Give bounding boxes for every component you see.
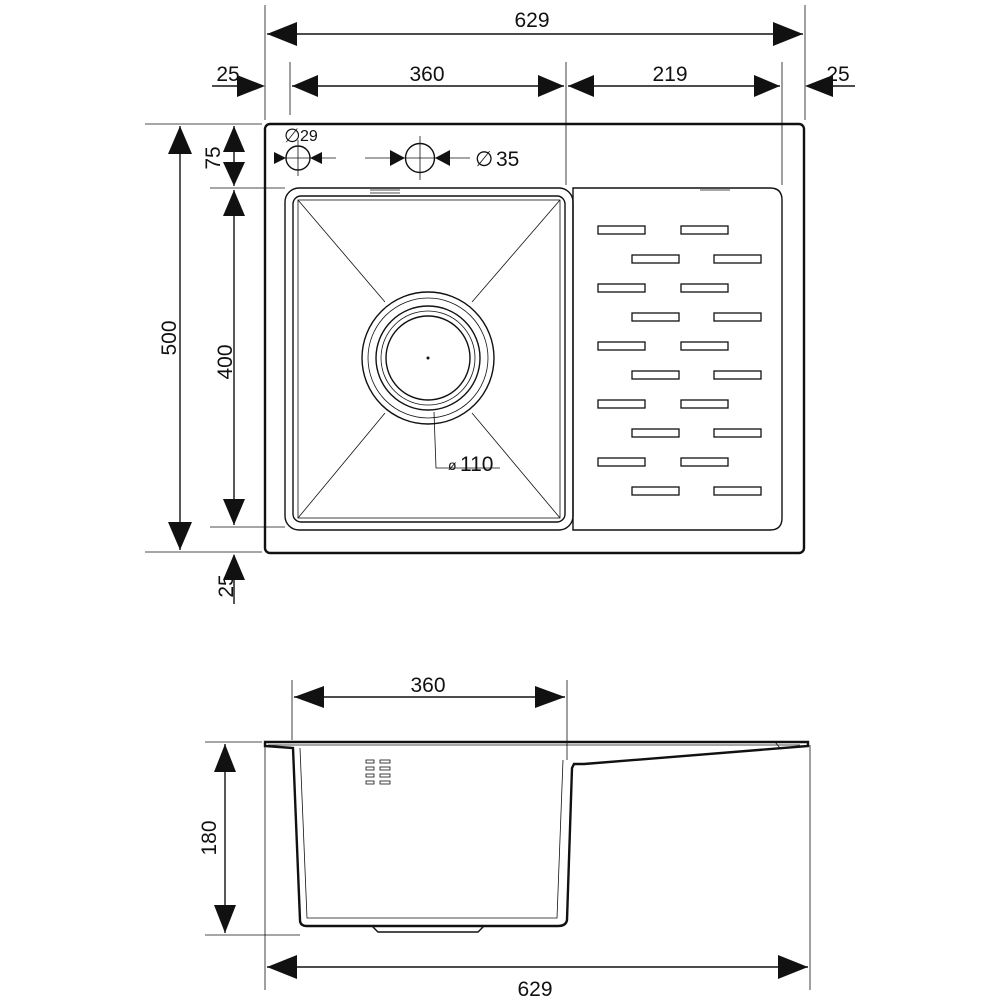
drainer-slot [597, 457, 646, 467]
drainer-slot [713, 312, 762, 322]
drain-inner [385, 315, 471, 401]
dim-label-drain: 110 [460, 453, 493, 476]
drainer-outline [572, 187, 783, 531]
drainer-slot [631, 312, 680, 322]
sink-outline [263, 122, 806, 555]
drainer-slot [631, 428, 680, 438]
bowl-inner-rim [292, 195, 566, 523]
side-dim-label-overall-width: 629 [517, 978, 552, 1000]
drain-outer [361, 291, 495, 425]
svg-text:∅: ∅ [284, 126, 301, 147]
sink-profile-outline [263, 740, 810, 928]
svg-text:∅: ∅ [475, 148, 493, 171]
side-dim-overall-width: 629 [267, 955, 808, 1000]
bowl-floor [297, 199, 561, 519]
drainer-slot [713, 486, 762, 496]
drainer-slot [631, 370, 680, 380]
drainer-slot [713, 370, 762, 380]
drainer-slot [680, 457, 729, 467]
drainer-board [572, 187, 783, 531]
dim-overall-depth: 500 [158, 126, 192, 550]
drainer-slot [631, 254, 680, 264]
drainer-slots [597, 225, 762, 496]
dim-label-left-margin: 25 [216, 63, 239, 86]
dim-label-top-margin: 75 [202, 146, 225, 169]
drainer-slot [597, 341, 646, 351]
top-view: 629 25 360 219 25 500 [145, 5, 855, 604]
dim-label-bowl-width: 360 [409, 63, 444, 86]
sink-profile [263, 740, 810, 933]
bowl: ø 110 [284, 187, 574, 531]
dim-label-bowl-depth: 400 [214, 344, 237, 379]
side-view: 360 180 629 [198, 674, 811, 1000]
dim-label-drainer-width: 219 [652, 63, 687, 86]
dim-depth-breakdown: 75 400 25 [202, 126, 245, 604]
faucet-hole-circle [404, 142, 436, 174]
dim-label-small-hole: 29 [300, 128, 318, 145]
drainer-slot [680, 341, 729, 351]
dim-label-right-margin: 25 [826, 63, 849, 86]
drain-flange [375, 305, 481, 411]
side-dim-label-bowl-width: 360 [410, 674, 445, 697]
side-dim-height: 180 [198, 744, 236, 933]
dim-label-faucet-hole: 35 [496, 148, 519, 171]
drainer-slot [713, 428, 762, 438]
drainer-slot [597, 225, 646, 235]
dim-label-overall-depth: 500 [158, 320, 181, 355]
dim-width-breakdown: 25 360 219 25 [212, 63, 855, 97]
drainer-slot [597, 283, 646, 293]
drainer-slot [631, 486, 680, 496]
drainer-slot [597, 399, 646, 409]
drainer-slot [713, 254, 762, 264]
drainer-slot [680, 283, 729, 293]
overflow-symbol [365, 759, 391, 785]
side-dim-label-height: 180 [198, 820, 221, 855]
svg-text:ø: ø [448, 457, 457, 473]
drainer-slot [680, 399, 729, 409]
side-dim-bowl-width: 360 [294, 674, 565, 708]
dim-label-overall-width: 629 [514, 9, 549, 32]
dim-overall-width: 629 [267, 9, 803, 46]
dim-label-bottom-margin: 25 [215, 574, 238, 597]
drainer-slot [680, 225, 729, 235]
tap-holes: ∅ 29 ∅ 35 [274, 126, 519, 180]
